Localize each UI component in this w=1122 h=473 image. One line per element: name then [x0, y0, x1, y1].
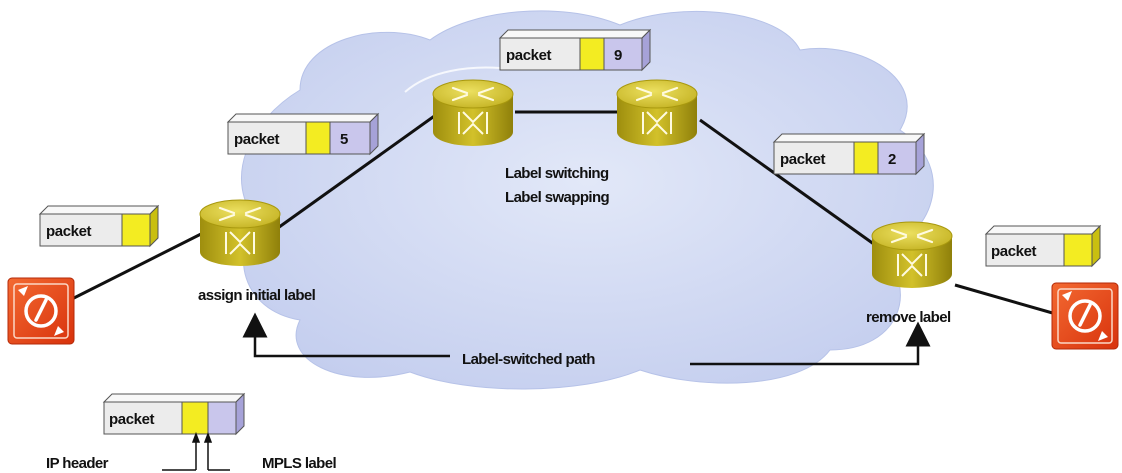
packet-text: packet	[109, 411, 155, 428]
packet-text: packet	[506, 47, 552, 64]
router-icon	[615, 78, 699, 148]
host-left	[6, 276, 76, 346]
remove-label-text: remove label	[866, 309, 951, 326]
mpls-label-value: 2	[888, 151, 896, 168]
host-terminal-icon	[1050, 281, 1120, 351]
packet-legend: packet	[102, 392, 246, 436]
packet-core: packet 9	[498, 28, 652, 72]
assign-label: assign initial label	[198, 287, 316, 304]
ip-header-label: IP header	[46, 455, 109, 472]
packet-egress: packet	[984, 224, 1102, 268]
legend-pointers	[162, 431, 230, 471]
packet-first-hop: packet 5	[226, 112, 380, 156]
router-ingress	[198, 198, 282, 268]
packet-text: packet	[46, 223, 92, 240]
packet-text: packet	[780, 151, 826, 168]
packet-text: packet	[991, 243, 1037, 260]
router-core-2	[615, 78, 699, 148]
mpls-label-legend: MPLS label	[262, 455, 336, 472]
router-icon	[870, 220, 954, 290]
packet-text: packet	[234, 131, 280, 148]
mpls-label-value: 9	[614, 47, 622, 64]
router-core-1	[431, 78, 515, 148]
label-swapping-text: Label swapping	[505, 189, 610, 206]
label-switched-path-text: Label-switched path	[462, 351, 595, 368]
router-icon	[198, 198, 282, 268]
mpls-label-value: 5	[340, 131, 348, 148]
label-switched-path-arrows	[242, 312, 931, 366]
links	[59, 110, 1071, 320]
packet-last-hop: packet 2	[772, 132, 926, 176]
packet-ingress: packet	[38, 204, 160, 248]
host-right	[1050, 281, 1120, 351]
network-cloud	[241, 10, 934, 390]
host-terminal-icon	[6, 276, 76, 346]
router-egress	[870, 220, 954, 290]
label-switching-text: Label switching	[505, 165, 609, 182]
router-icon	[431, 78, 515, 148]
